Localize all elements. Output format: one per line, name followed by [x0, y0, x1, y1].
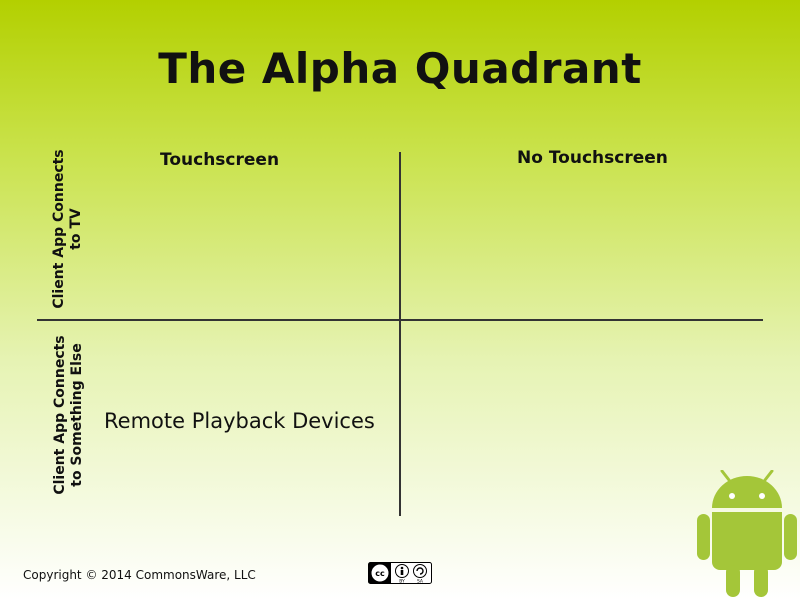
row-header-something-else: Client App Connects to Something Else	[52, 305, 86, 525]
cc-by-label: BY	[399, 579, 405, 585]
row-header-to-tv: Client App Connects to TV	[51, 129, 85, 329]
slide-title: The Alpha Quadrant	[158, 44, 642, 93]
cc-label: cc	[375, 569, 385, 578]
copyright-footer: Copyright © 2014 CommonsWare, LLC	[23, 568, 256, 582]
vertical-axis-line	[399, 152, 401, 516]
row-header-something-else-line2: to Something Else	[69, 343, 85, 487]
android-robot-icon	[697, 470, 797, 597]
creative-commons-icon: cc BY SA	[368, 562, 432, 584]
column-header-touchscreen: Touchscreen	[160, 150, 280, 170]
cc-sa-label: SA	[417, 579, 424, 585]
cell-remote-playback-devices: Remote Playback Devices	[104, 409, 375, 433]
row-header-something-else-line1: Client App Connects	[52, 335, 68, 495]
row-header-to-tv-line1: Client App Connects	[51, 149, 67, 309]
column-header-no-touchscreen: No Touchscreen	[517, 148, 668, 168]
row-header-to-tv-line2: to TV	[68, 208, 84, 250]
horizontal-axis-line	[37, 319, 763, 321]
